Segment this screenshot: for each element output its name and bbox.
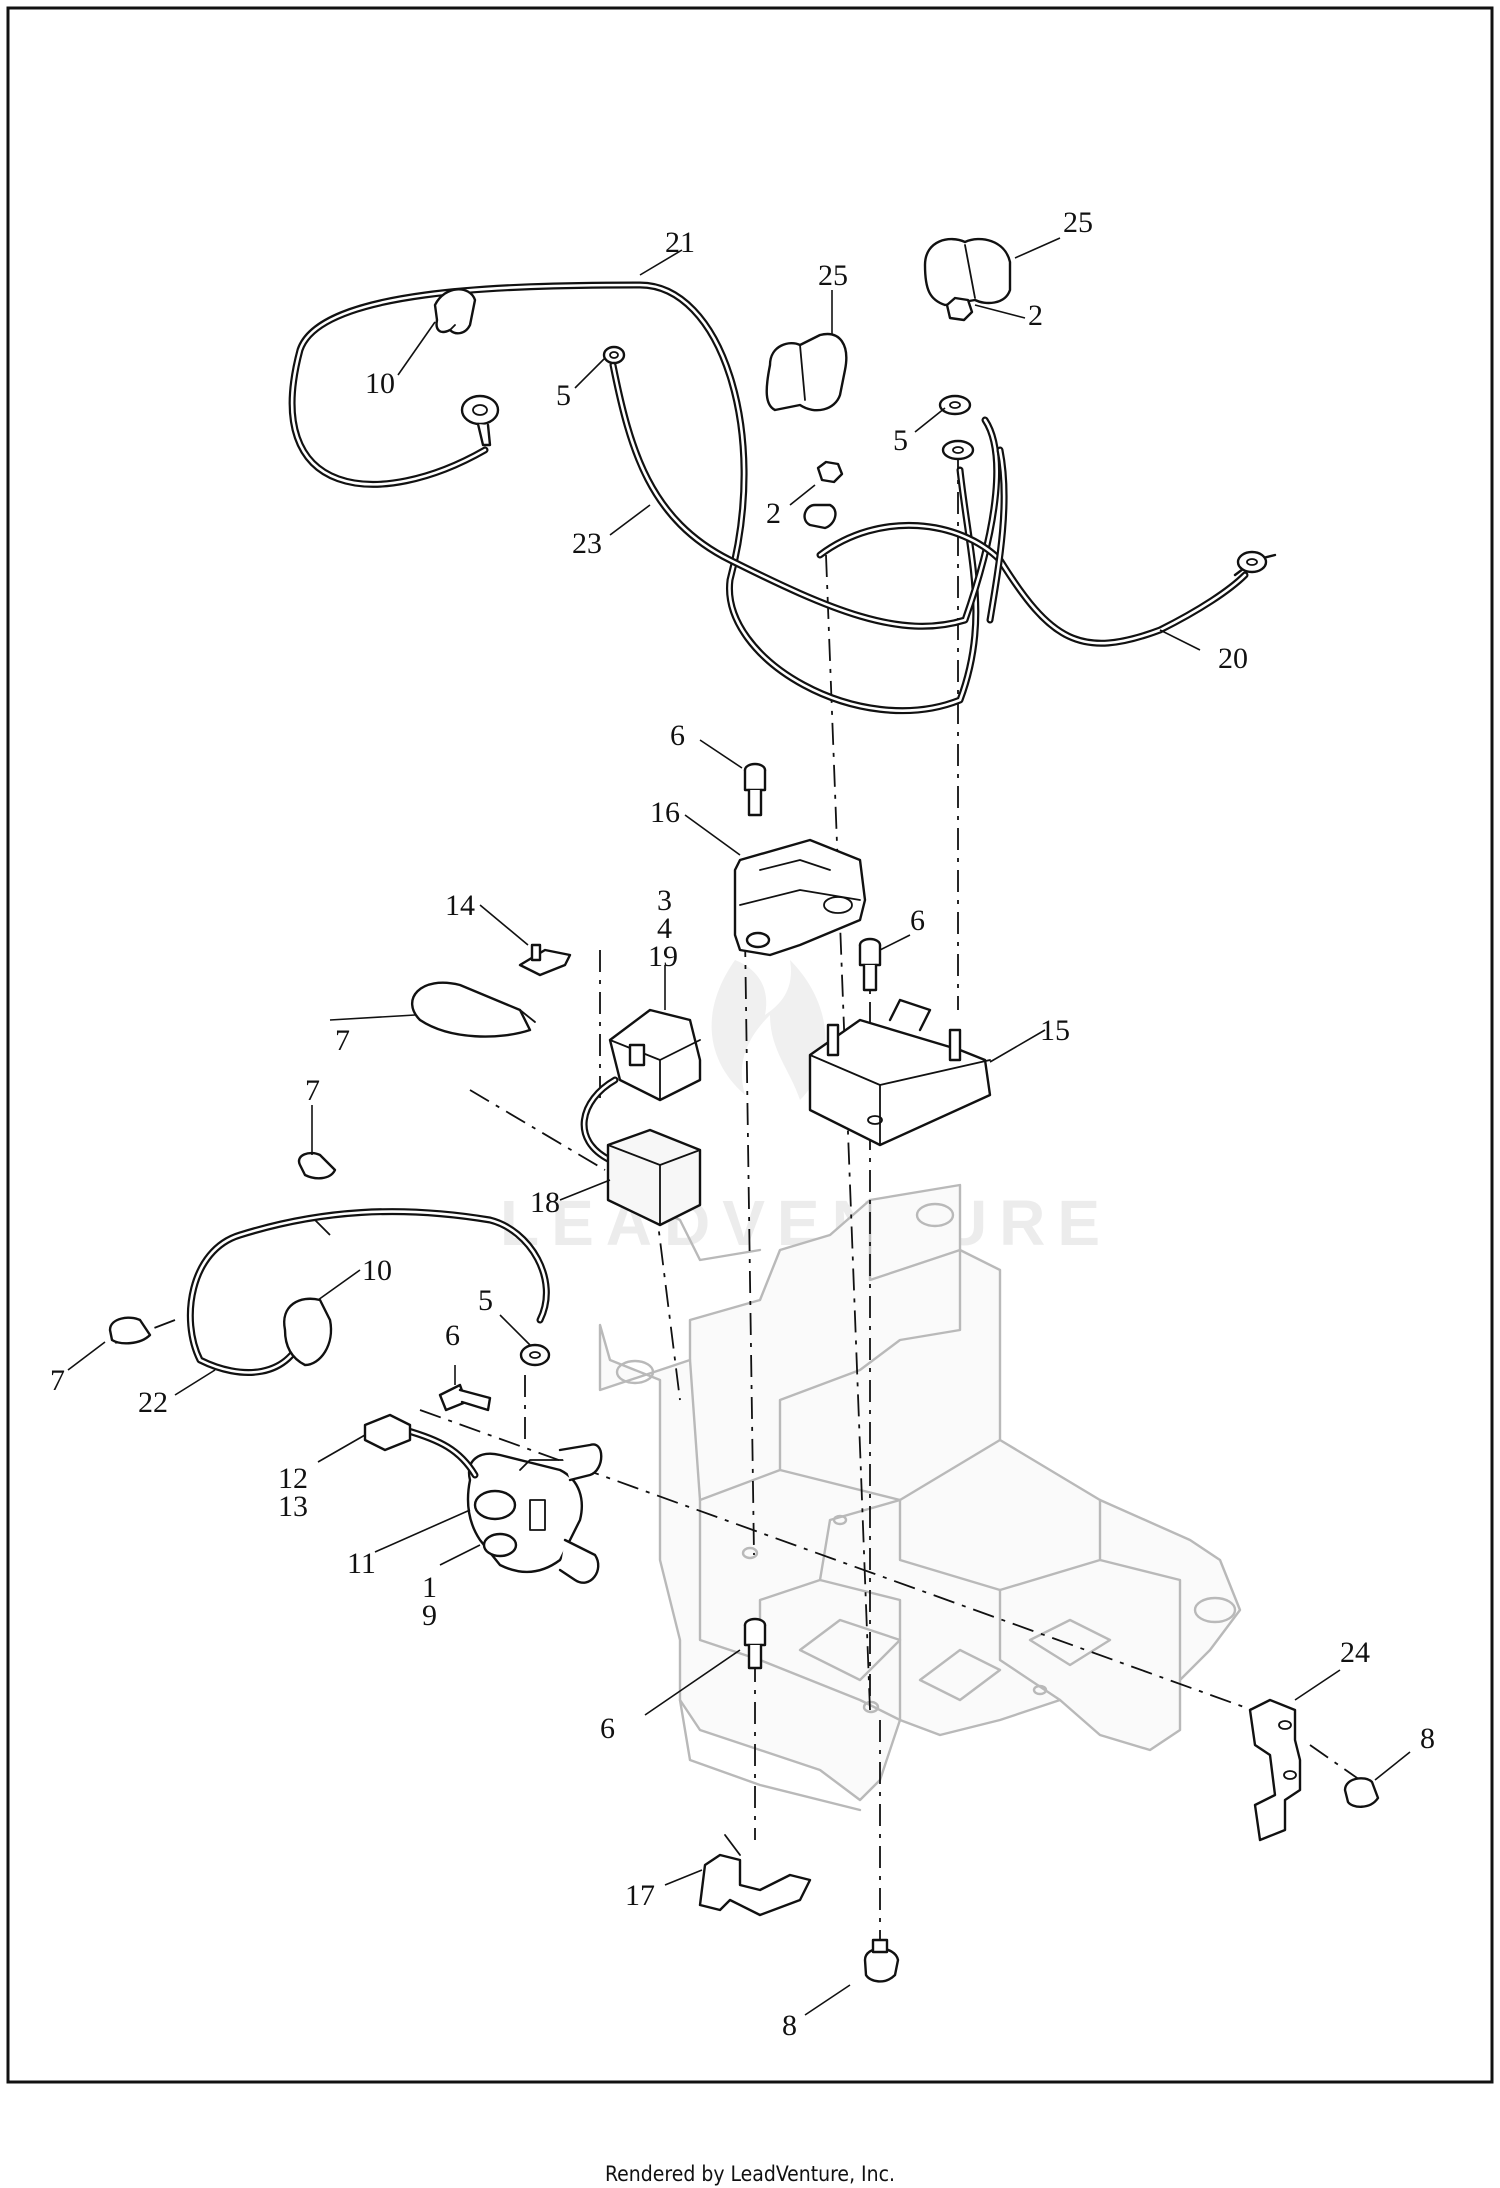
callout-10-top: 10 [365,367,395,400]
callout-9: 9 [422,1599,437,1632]
cable-clamp-7-upper [297,1151,337,1180]
terminal-cap-25-left [765,332,848,412]
relay-15 [808,998,992,1147]
callout-3: 3 [657,884,672,917]
callout-6-left: 6 [445,1319,460,1352]
clip-8-bottom [863,1938,900,1983]
assembly-lines [109,450,1361,1950]
watermark: LEADVENTURE [500,960,1100,1259]
callout-5-top-left: 5 [556,379,571,412]
callout-20: 20 [1218,642,1248,675]
cable-strap-7-top [410,981,536,1038]
leader-lines [67,237,1411,2016]
callout-7-left: 7 [50,1364,65,1397]
callout-2-left: 2 [766,497,781,530]
ring-terminal-21 [460,394,500,447]
ring-terminal-5-top-right [803,394,975,530]
cable-clamp-7-left [108,1316,152,1345]
callout-18: 18 [530,1186,560,1219]
bolt-6-mid [858,937,882,992]
bolt-6-bottom [743,1617,767,1670]
callout-1: 1 [422,1571,437,1604]
callout-6-mid: 6 [910,904,925,937]
connector-3-4-19 [608,1008,702,1102]
clip-14 [518,943,572,977]
relay-box-18 [606,1128,702,1227]
callout-2-right: 2 [1028,299,1043,332]
callout-6-top: 6 [670,719,685,752]
ring-terminal-5-top [602,345,626,365]
callout-17: 17 [625,1879,655,1912]
callout-6-bottom: 6 [600,1712,615,1745]
callout-8-bottom: 8 [782,2009,797,2042]
nut-2-left [816,460,844,484]
terminal-cap-25-right [923,237,1012,307]
diagram-frame [6,6,1494,2084]
terminal-boot-10-lower [283,1297,333,1367]
battery-tray [598,1183,1242,1812]
battery-cable-22 [186,1208,550,1376]
callout-12: 12 [278,1462,308,1495]
callout-4: 4 [657,912,672,945]
callout-13: 13 [278,1490,308,1523]
nut-2-right [945,296,974,322]
callout-22: 22 [138,1386,168,1419]
callout-23: 23 [572,527,602,560]
harness-wire-18 [580,1076,619,1164]
bolt-6-top [743,762,767,817]
battery-cable-end-20 [1233,550,1277,577]
callout-19: 19 [648,940,678,973]
solenoid-lead-12-13 [363,1413,479,1479]
callout-25-left: 25 [818,259,848,292]
callout-10-lower: 10 [362,1254,392,1287]
callout-7-upper: 7 [305,1074,320,1107]
bracket-17 [698,1834,812,1917]
callout-21: 21 [665,226,695,259]
render-credit: Rendered by LeadVenture, Inc. [605,2162,895,2186]
callout-5-top-right: 5 [893,424,908,457]
callouts: 21 25 25 2 10 5 5 2 23 20 6 16 14 3 4 19… [50,206,1435,2042]
callout-8-right: 8 [1420,1722,1435,1755]
battery-cables [288,281,1249,714]
callout-14: 14 [445,889,475,922]
callout-15: 15 [1040,1014,1070,1047]
module-16 [733,838,867,957]
callout-16: 16 [650,796,680,829]
terminal-boot-10-top [433,288,477,335]
callout-7-strap: 7 [335,1024,350,1057]
bolt-6-left [438,1383,492,1412]
ring-terminal-5-lower [519,1343,551,1367]
callout-5-lower: 5 [478,1284,493,1317]
callout-11: 11 [347,1547,376,1580]
starter-solenoid-11 [466,1443,603,1584]
callout-25-right: 25 [1063,206,1093,239]
callout-24: 24 [1340,1636,1370,1669]
clip-8-right [1343,1777,1380,1808]
bracket-24 [1248,1698,1302,1842]
